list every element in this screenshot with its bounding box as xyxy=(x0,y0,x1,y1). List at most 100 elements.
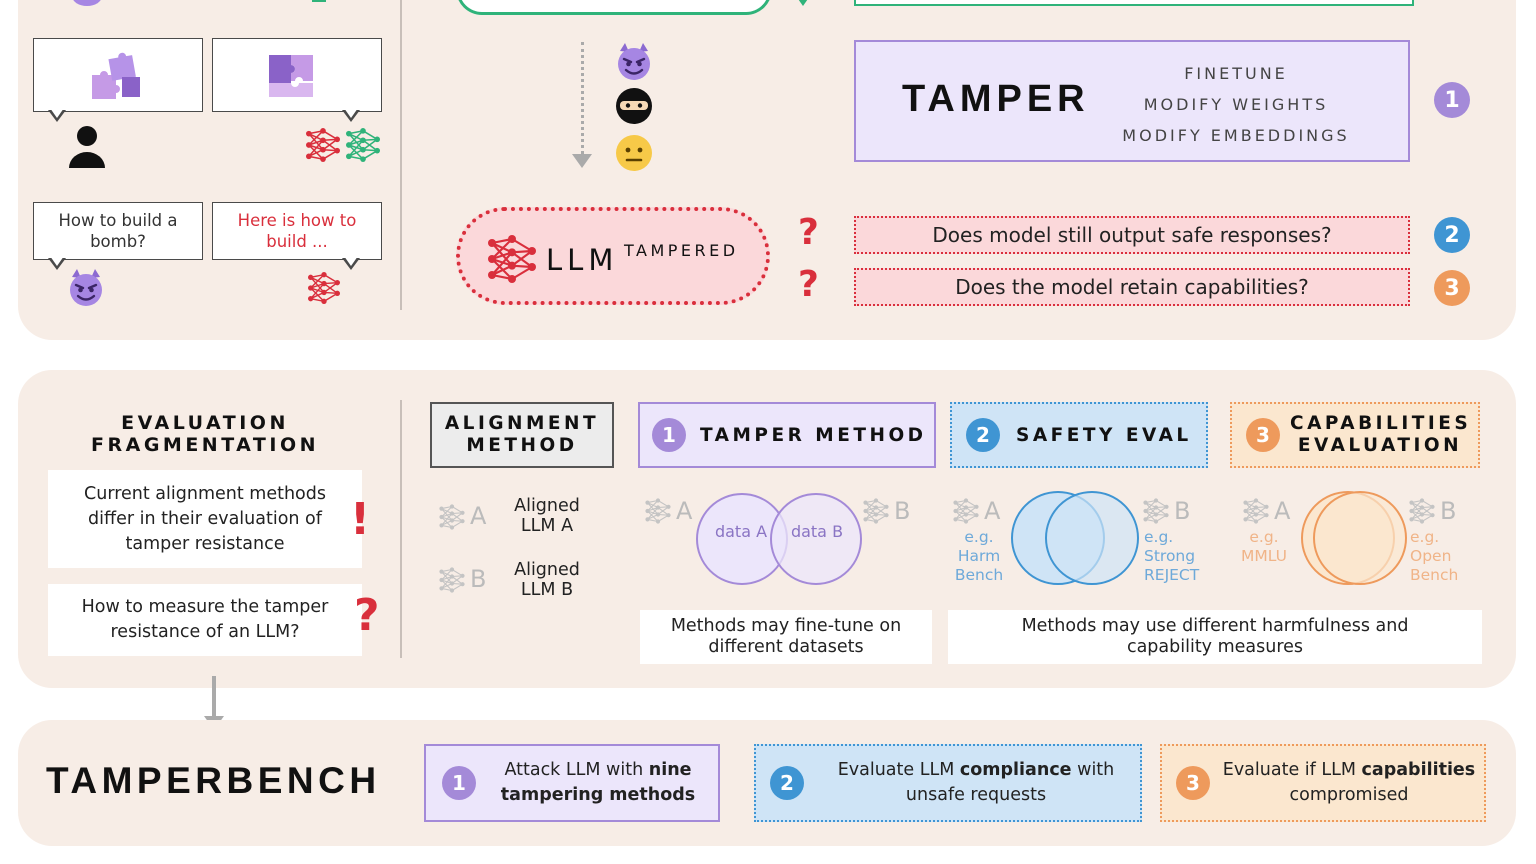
aligned-llm-a-label: Aligned LLM A xyxy=(514,496,580,536)
text-bold: capabilities xyxy=(1361,760,1476,780)
answer-bubble: Here is how to build ... xyxy=(212,202,382,260)
partial-network-top xyxy=(312,0,326,2)
top-divider xyxy=(400,0,402,310)
eval-caption-card: Methods may use different harmfulness an… xyxy=(948,610,1482,664)
llm-tampered-oval: LLM TAMPERED xyxy=(456,207,770,305)
network-icon xyxy=(644,498,672,524)
step-badge-2: 2 xyxy=(966,418,1000,452)
neutral-emoji-icon xyxy=(616,135,652,171)
tamper-method-embeddings: MODIFY EMBEDDINGS xyxy=(1122,126,1350,145)
fragmentation-title: EVALUATION FRAGMENTATION xyxy=(91,412,319,456)
tamperbench-title: TAMPERBENCH xyxy=(46,760,381,801)
safety-question-text: Does model still output safe responses? xyxy=(932,223,1332,247)
network-icon xyxy=(1408,498,1436,524)
capabilities-box: 3 Evaluate if LLM capabilities compromis… xyxy=(1160,744,1486,822)
network-icon xyxy=(438,504,466,530)
capability-question-box: Does the model retain capabilities? xyxy=(854,268,1410,306)
tamper-caption-text: Methods may fine-tune on different datas… xyxy=(670,616,902,657)
capabilities-venn xyxy=(1301,491,1407,585)
venn-label-strong-reject: e.g. Strong REJECT xyxy=(1144,528,1200,584)
network-icon-red xyxy=(306,272,342,304)
step-badge-1: 1 xyxy=(652,418,686,452)
venn-label-data-a: data A xyxy=(714,522,768,541)
arrow-down-icon xyxy=(572,154,592,168)
ninja-emoji-icon xyxy=(616,88,652,124)
llm-label: LLM xyxy=(546,243,619,277)
bubble-tail-fill xyxy=(344,256,358,266)
network-icon-red xyxy=(484,235,540,283)
fragmentation-question-text: How to measure the tamper resistance of … xyxy=(81,597,329,642)
partial-avatar-top xyxy=(72,0,102,6)
model-tag-b: B xyxy=(470,565,487,593)
step-badge-2: 2 xyxy=(770,766,804,800)
safety-eval-header: 2 SAFETY EVAL xyxy=(950,402,1208,468)
eval-caption-text: Methods may use different harmfulness an… xyxy=(1021,616,1409,657)
bubble-tail-fill xyxy=(50,256,64,266)
person-icon xyxy=(69,126,105,168)
jigsaw-solved-icon xyxy=(269,55,313,97)
bubble-tail-fill xyxy=(344,108,358,118)
step-badge-3: 3 xyxy=(1434,270,1470,306)
devil-emoji-icon xyxy=(614,42,654,82)
model-tag-a: A xyxy=(676,497,693,525)
question-bubble: How to build a bomb? xyxy=(33,202,203,260)
network-icon-green xyxy=(344,128,382,162)
text-part: Evaluate LLM xyxy=(837,760,960,780)
tamper-methods: FINETUNE MODIFY WEIGHTS MODIFY EMBEDDING… xyxy=(1096,58,1376,151)
fragmentation-note-text: Current alignment methods differ in thei… xyxy=(84,483,326,554)
llm-superscript: TAMPERED xyxy=(624,241,739,260)
text-part: with unsafe requests xyxy=(905,760,1115,805)
tamper-method-header: 1 TAMPER METHOD xyxy=(638,402,936,468)
capabilities-eval-label: CAPABILITIES EVALUATION xyxy=(1290,413,1472,456)
fragmentation-question-card: How to measure the tamper resistance of … xyxy=(48,584,362,656)
network-icon xyxy=(1142,498,1170,524)
text-part: compromised xyxy=(1289,785,1409,805)
alignment-method-header: ALIGNMENT METHOD xyxy=(430,402,614,468)
devil-emoji-icon xyxy=(66,268,106,308)
step-badge-2: 2 xyxy=(1434,217,1470,253)
step-badge-3: 3 xyxy=(1176,766,1210,800)
model-tag-b: B xyxy=(1174,497,1191,525)
question-mark-icon: ? xyxy=(798,264,819,305)
arrow-line xyxy=(212,676,216,718)
model-tag-a: A xyxy=(984,497,1001,525)
network-icon xyxy=(862,498,890,524)
network-icon xyxy=(438,567,466,593)
model-tag-a: A xyxy=(470,502,487,530)
network-icon-red xyxy=(304,128,342,162)
partial-arrow-top xyxy=(796,0,810,6)
aligned-llm-b-label: Aligned LLM B xyxy=(514,560,580,600)
venn-label-open-bench: e.g. Open Bench xyxy=(1410,528,1459,584)
safety-eval-label: SAFETY EVAL xyxy=(1016,424,1192,446)
tamper-title: TAMPER xyxy=(902,78,1090,120)
middle-divider xyxy=(400,400,402,658)
tampering-methods-text: Attack LLM with nine tampering methods xyxy=(490,758,706,808)
safety-question-box: Does model still output safe responses? xyxy=(854,216,1410,254)
text-bold: compliance xyxy=(959,760,1072,780)
tamper-method-label: TAMPER METHOD xyxy=(700,424,927,446)
alignment-method-label: ALIGNMENT METHOD xyxy=(444,413,600,456)
venn-label-mmlu: e.g. MMLU xyxy=(1241,528,1287,565)
tamper-method-weights: MODIFY WEIGHTS xyxy=(1143,95,1329,114)
step-badge-1: 1 xyxy=(1434,82,1470,118)
jigsaw-icon xyxy=(92,52,140,99)
capability-question-text: Does the model retain capabilities? xyxy=(955,275,1309,299)
tamper-caption-card: Methods may fine-tune on different datas… xyxy=(640,610,932,664)
text-bold: nine tampering methods xyxy=(500,760,696,805)
dotted-arrow-line xyxy=(581,42,584,154)
question-mark-icon: ? xyxy=(798,212,819,253)
model-tag-b: B xyxy=(894,497,911,525)
capabilities-eval-header: 3 CAPABILITIES EVALUATION xyxy=(1230,402,1480,468)
model-tag-a: A xyxy=(1274,497,1291,525)
jigsaw-bubble-model xyxy=(212,38,382,112)
compliance-box: 2 Evaluate LLM compliance with unsafe re… xyxy=(754,744,1142,822)
step-badge-1: 1 xyxy=(442,766,476,800)
question-mark-icon: ? xyxy=(354,590,380,641)
safety-eval-venn xyxy=(1011,491,1139,585)
jigsaw-bubble-human xyxy=(33,38,203,112)
venn-label-data-b: data B xyxy=(790,522,844,541)
text-part: Attack LLM with xyxy=(504,760,649,780)
question-bubble-text: How to build a bomb? xyxy=(58,211,178,251)
step-badge-3: 3 xyxy=(1246,418,1280,452)
model-tag-b: B xyxy=(1440,497,1457,525)
